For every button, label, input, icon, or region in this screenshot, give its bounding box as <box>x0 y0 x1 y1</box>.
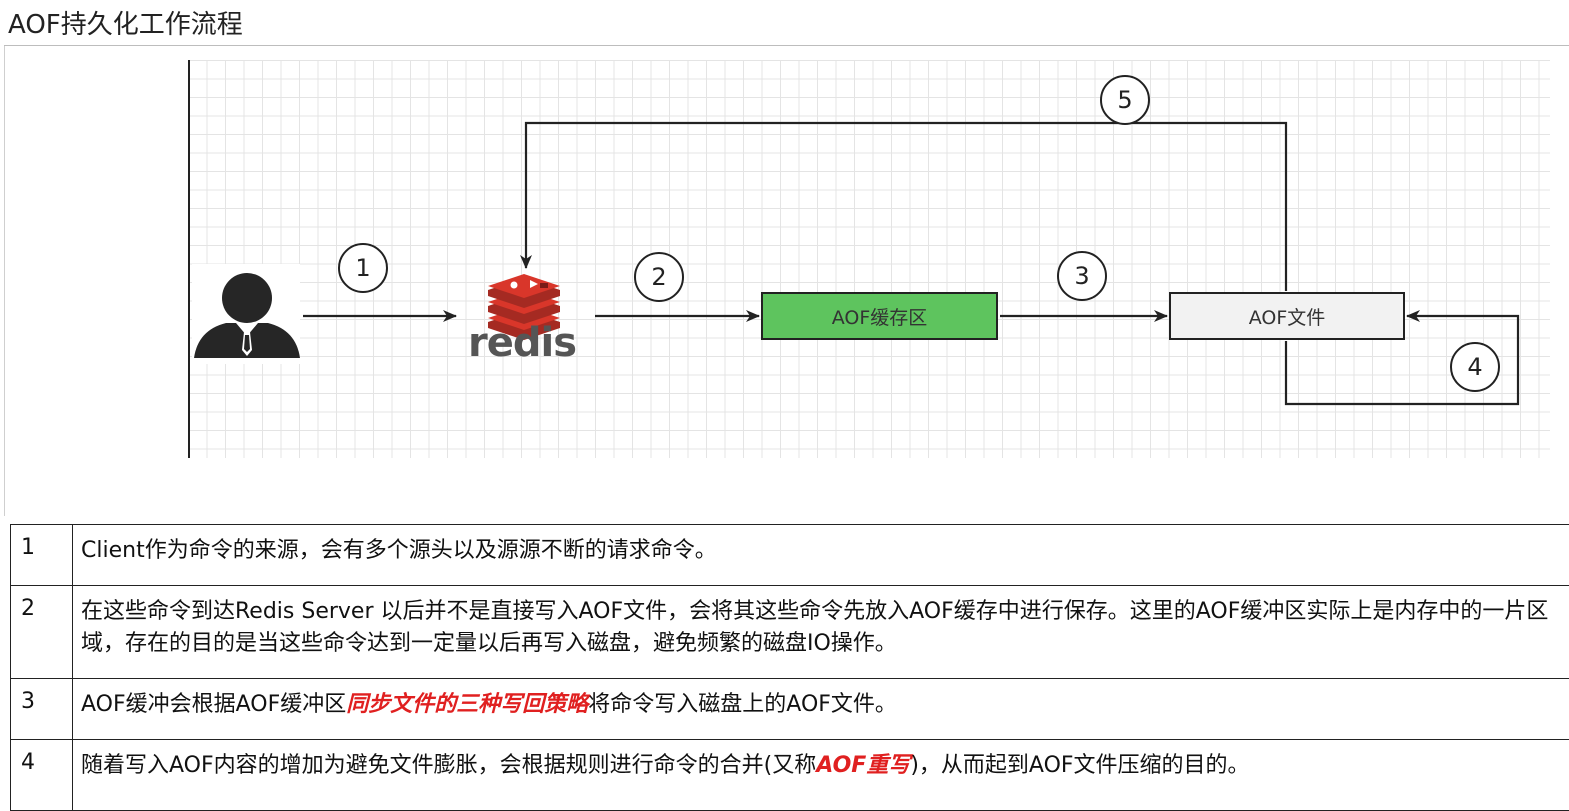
redis-logo-text: redis <box>468 320 576 366</box>
step-description: 随着写入AOF内容的增加为避免文件膨胀，会根据规则进行命令的合并(又称AOF重写… <box>73 740 1569 811</box>
step-number: 1 <box>11 525 73 586</box>
title-divider <box>4 45 1569 46</box>
step-3-circle: 3 <box>1057 251 1107 301</box>
description-text: Client作为命令的来源，会有多个源头以及源源不断的请求命令。 <box>81 538 717 563</box>
step-description: Client作为命令的来源，会有多个源头以及源源不断的请求命令。 <box>73 525 1569 586</box>
left-margin-line <box>4 46 5 516</box>
step-description: AOF缓冲会根据AOF缓冲区同步文件的三种写回策略将命令写入磁盘上的AOF文件。 <box>73 679 1569 740</box>
aof-buffer-box: AOF缓存区 <box>761 292 998 340</box>
steps-table: 1 Client作为命令的来源，会有多个源头以及源源不断的请求命令。 2 在这些… <box>10 524 1569 811</box>
table-row: 2 在这些命令到达Redis Server 以后并不是直接写入AOF文件，会将其… <box>11 586 1569 679</box>
step-description: 在这些命令到达Redis Server 以后并不是直接写入AOF文件，会将其这些… <box>73 586 1569 679</box>
description-text: 将命令写入磁盘上的AOF文件。 <box>588 692 897 717</box>
description-text: AOF缓冲会根据AOF缓冲区 <box>81 692 346 717</box>
diagram-left-border <box>188 60 190 458</box>
table-row: 1 Client作为命令的来源，会有多个源头以及源源不断的请求命令。 <box>11 525 1569 586</box>
description-text: 在这些命令到达Redis Server 以后并不是直接写入AOF文件，会将其这些… <box>81 599 1548 656</box>
page-title: AOF持久化工作流程 <box>8 4 243 41</box>
diagram-connectors <box>188 60 1550 458</box>
step-number: 2 <box>11 586 73 679</box>
aof-file-box: AOF文件 <box>1169 292 1405 340</box>
description-text: )，从而起到AOF文件压缩的目的。 <box>910 753 1249 778</box>
step-2-circle: 2 <box>634 252 684 302</box>
description-text: 随着写入AOF内容的增加为避免文件膨胀，会根据规则进行命令的合并(又称 <box>81 753 816 778</box>
step-4-circle: 4 <box>1450 342 1500 392</box>
step-number: 3 <box>11 679 73 740</box>
table-row: 3 AOF缓冲会根据AOF缓冲区同步文件的三种写回策略将命令写入磁盘上的AOF文… <box>11 679 1569 740</box>
user-icon <box>192 264 300 364</box>
aof-workflow-diagram: redis AOF缓存区 AOF文件 1 2 3 4 5 <box>188 60 1550 458</box>
highlight-aof-rewrite: AOF重写 <box>816 753 910 778</box>
table-row: 4 随着写入AOF内容的增加为避免文件膨胀，会根据规则进行命令的合并(又称AOF… <box>11 740 1569 811</box>
step-5-circle: 5 <box>1100 75 1150 125</box>
step-number: 4 <box>11 740 73 811</box>
highlight-writeback-strategies: 同步文件的三种写回策略 <box>346 692 588 717</box>
step-1-circle: 1 <box>338 243 388 293</box>
